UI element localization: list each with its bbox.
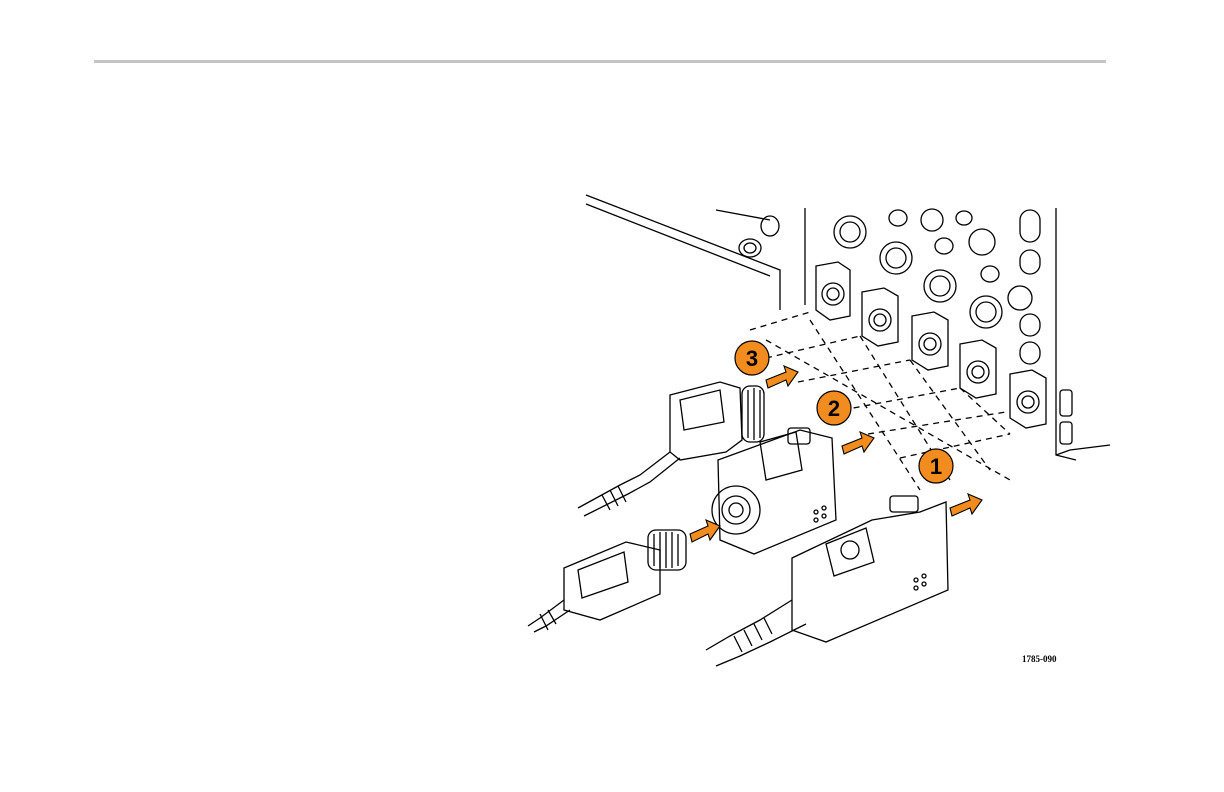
step-badge-2: 2 (817, 391, 851, 425)
illustration-svg: 3 2 1 (520, 190, 1120, 680)
bnc-probe (528, 530, 686, 632)
figure-id: 1785-090 (1022, 654, 1057, 664)
control-knobs (834, 209, 1040, 364)
step-label-3: 3 (746, 346, 758, 371)
step-badge-3: 3 (735, 341, 769, 375)
insert-arrow-icon-3 (766, 366, 798, 388)
probe-adapter-2 (712, 428, 836, 554)
header-rule (94, 60, 1106, 63)
probe-connection-illustration: 3 2 1 (520, 190, 1120, 680)
step-label-1: 1 (930, 454, 942, 479)
step-badge-1: 1 (919, 449, 953, 483)
oscilloscope-panel (586, 195, 1110, 460)
alignment-guides (750, 312, 1010, 490)
probe-1 (706, 496, 948, 666)
insert-arrow-icon-1 (950, 494, 982, 516)
step-label-2: 2 (828, 396, 840, 421)
insert-arrow-icon-2 (842, 432, 874, 454)
